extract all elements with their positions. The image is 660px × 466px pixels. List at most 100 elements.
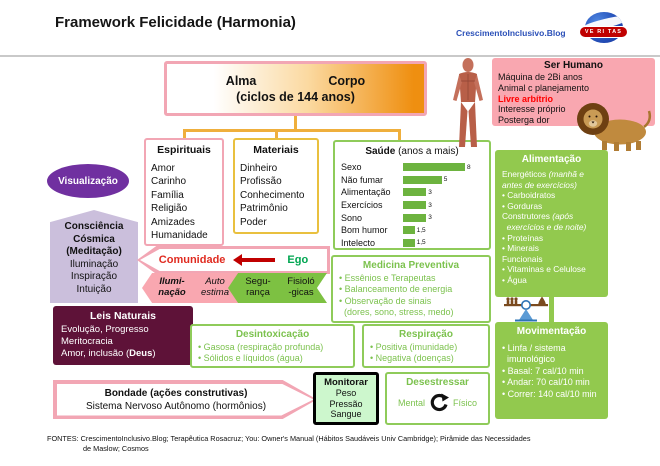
text-line: Amizades [151,216,195,228]
text-line: Peso [335,388,357,398]
veritas-banner: VE RI TAS [580,27,627,37]
text-line: • Correr: 140 cal/10 min [502,388,597,399]
text-line: • Água [502,274,527,285]
text-line: Consciência [64,221,124,232]
alma-label: Alma [225,73,257,88]
cycle-arrow-icon [430,393,449,412]
bar-category-label: Intelecto [341,237,376,248]
lion-figure [577,103,652,151]
desintoxicacao-title: Desintoxicação [235,329,310,340]
movimentacao-title: Movimentação [516,326,587,337]
respiracao-title: Respiração [399,329,453,340]
bar-value-label: 8 [467,163,471,171]
ciclos-label: (ciclos de 144 anos) [236,89,355,104]
text-line: • Minerais [502,243,539,254]
text-line: Energéticos (manhã e [502,169,584,179]
bar [403,175,442,184]
bar-category-label: Não fumar [341,174,384,185]
text-line: Posterga dor [498,115,550,126]
connector-line [183,129,186,138]
text-line: • Carboidratos [502,190,556,201]
comunidade-ego-arrow: Comunidade Ego [137,246,330,274]
human-anatomy-figure [453,58,483,147]
text-line: (dores, sono, stress, medo) [339,306,454,317]
text-line: (Meditação) [66,246,122,258]
chevron-fisiologicas: Fisioló-gicas [271,273,327,303]
text-line: Meritocracia [61,335,113,347]
bar-category-label: Sono [341,212,363,223]
text-line: Iluminação [69,258,119,270]
brand-link[interactable]: CrescimentoInclusivo.Blog [456,28,566,38]
text-line: Construtores (após [502,211,574,222]
connector-line [183,129,400,132]
espirituais-title: Espirituais [157,144,211,156]
text-line: • Basal: 7 cal/10 min [502,365,584,376]
bar [403,201,427,210]
monitorar-title: Monitorar [324,377,368,388]
connector-line [398,129,401,141]
text-line: • Gorduras [502,200,543,211]
text-line: Patrimônio [240,203,288,215]
bar-value-label: 1,5 [416,226,426,234]
text-line: Cósmica [73,233,115,245]
sources-footnote: FONTES: CrescimentoInclusivo.Blog; Terap… [47,434,531,453]
bondade-line2: Sistema Nervoso Autônomo (hormônios) [85,400,267,412]
alma-corpo-box: Alma Corpo (ciclos de 144 anos) [164,61,427,116]
left-arrow-icon [233,254,276,265]
text-line: Amor, inclusão (Deus) [61,347,156,359]
chevron-seguranca: Segu-rança [228,273,284,303]
bar-category-label: Bom humor [341,225,388,236]
bar [403,226,415,235]
bar-row: Intelecto 1,5 [341,237,483,250]
materiais-title: Materiais [253,144,299,156]
bondade-line1: Bondade (ações construtivas) [104,387,248,399]
text-line: Livre arbítrio [498,93,554,104]
bar-row: Bom humor 1,5 [341,224,483,237]
medicina-title: Medicina Preventiva [362,260,460,271]
bar-category-label: Sexo [341,162,362,173]
text-line: • Positiva (imunidade) [370,342,458,352]
bar-value-label: 3 [428,201,432,209]
text-line: Pressão [329,398,363,409]
header-divider [0,55,660,57]
mental-label: Mental [397,398,425,408]
bar-category-label: Alimentação [341,187,391,198]
desestressar-title: Desestressar [406,377,469,388]
text-line: Inspiração [70,271,118,283]
alimentacao-title: Alimentação [521,154,582,165]
text-line: Sangue [330,409,362,420]
text-line: Funcionais [502,253,543,264]
text-line: antes de exercícios) [502,179,577,190]
movimentacao-list: • Linfa / sistema imunológico• Basal: 7 … [502,343,601,400]
text-line: Humanidade [151,230,208,242]
bar-value-label: 3 [428,188,432,196]
desintoxicacao-list: • Gasosa (respiração profunda)• Sólidos … [198,342,347,365]
text-line: Profissão [240,176,282,188]
text-line: • Linfa / sistema [502,343,566,353]
text-line: Amor [151,163,175,174]
text-line: Evolução, Progresso [61,324,149,335]
bar-value-label: 1,5 [416,239,426,247]
text-line: exercícios e de noite) [502,221,587,232]
ser-humano-title: Ser Humano [544,60,603,71]
text-line: Poder [240,216,267,228]
connector-line [549,297,554,322]
desestressar-box: Desestressar Mental Físico [385,372,490,425]
visualizacao-badge: Visualização [47,164,129,198]
desintoxicacao-box: Desintoxicação • Gasosa (respiração prof… [190,324,355,368]
text-line: • Proteínas [502,232,544,243]
